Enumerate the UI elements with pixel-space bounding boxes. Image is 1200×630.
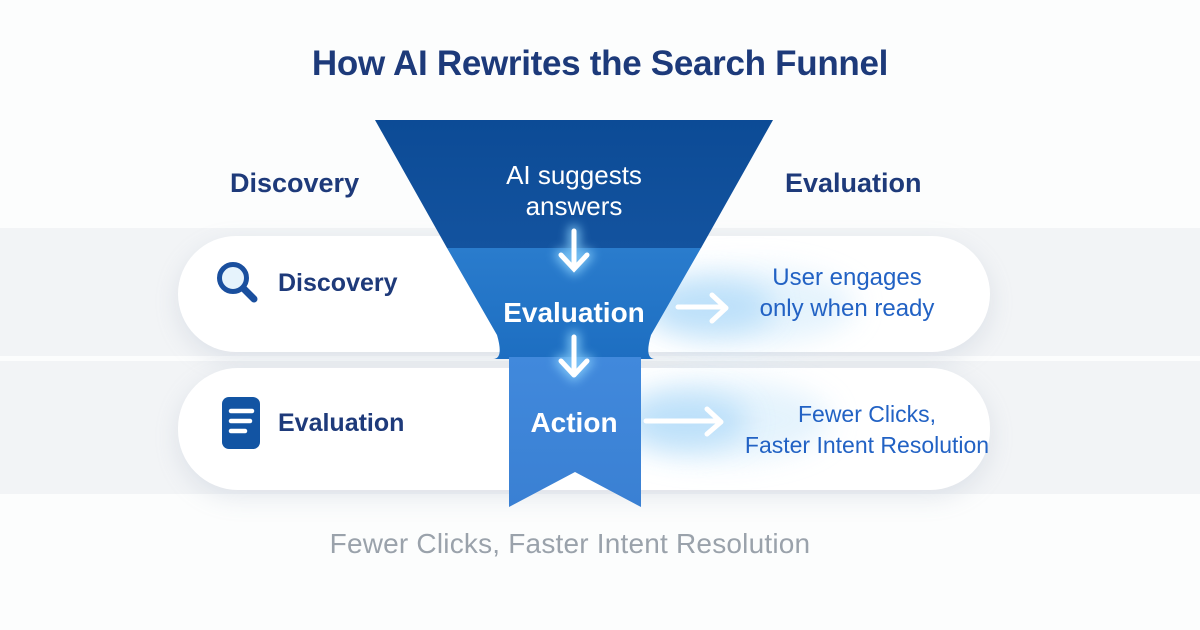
annotation-fewer-clicks-line2: Faster Intent Resolution bbox=[744, 432, 990, 458]
annotation-user-engages: User engages only when ready bbox=[733, 262, 961, 324]
footer-caption: Fewer Clicks, Faster Intent Resolution bbox=[329, 528, 811, 559]
annotation-user-engages-line1: User engages bbox=[772, 264, 922, 291]
annotation-user-engages-line2: only when ready bbox=[759, 295, 935, 322]
funnel-stage-middle bbox=[447, 248, 701, 359]
stage-label-evaluation: Evaluation bbox=[785, 168, 922, 198]
funnel-stage-top bbox=[375, 120, 773, 248]
funnel-stage-bottom bbox=[509, 357, 641, 507]
document-icon bbox=[222, 397, 260, 449]
down-arrow-1 bbox=[555, 225, 593, 275]
annotation-fewer-clicks: Fewer Clicks, Faster Intent Resolution bbox=[733, 399, 1001, 461]
annotation-fewer-clicks-line1: Fewer Clicks, bbox=[797, 401, 936, 427]
funnel-top-label-line2: answers bbox=[525, 191, 623, 221]
right-arrow-action bbox=[643, 406, 724, 437]
stage-label-discovery: Discovery bbox=[230, 168, 360, 198]
down-arrow-2 bbox=[555, 331, 593, 381]
funnel-middle-label: Evaluation bbox=[503, 297, 645, 328]
pill-label-evaluation: Evaluation bbox=[278, 409, 405, 437]
pill-label-discovery: Discovery bbox=[278, 269, 398, 297]
page-title: How AI Rewrites the Search Funnel bbox=[311, 44, 889, 83]
funnel-top-label-line1: AI suggests bbox=[506, 160, 642, 190]
magnifier-icon bbox=[217, 262, 258, 303]
funnel-top-label: AI suggests answers bbox=[449, 160, 699, 222]
right-arrow-evaluation bbox=[675, 292, 729, 324]
funnel-bottom-label: Action bbox=[530, 407, 618, 438]
